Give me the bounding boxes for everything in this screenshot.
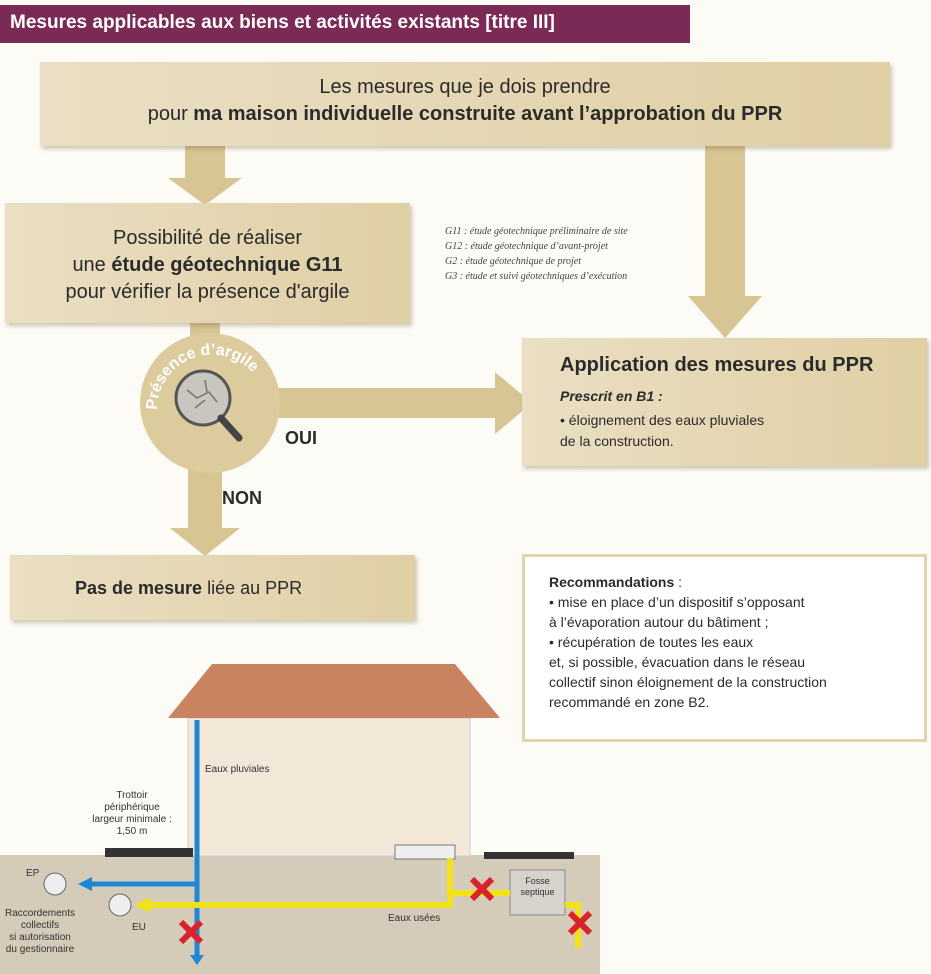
recommendations-box: Recommandations : • mise en place d’un d…: [522, 554, 927, 742]
legend-g3: G3 : étude et suivi géotechniques d’exéc…: [445, 271, 628, 282]
top-line1: Les mesures que je dois prendre: [319, 76, 611, 98]
cracked-clay-icon: [186, 379, 218, 409]
cross-icon: [178, 876, 593, 945]
non-label: NON: [222, 488, 262, 508]
raccordements-line: collectifs: [20, 920, 60, 931]
sidewalk-left: [105, 848, 193, 857]
reco-line: • mise en place d’un dispositif s’opposa…: [549, 594, 805, 610]
geo-box: Possibilité de réaliser une étude géotec…: [5, 203, 410, 323]
tank: [394, 844, 456, 860]
fosse-line: septique: [520, 887, 555, 897]
arrow-to-ppr-side: [495, 372, 532, 434]
header-bar: Mesures applicables aux biens et activit…: [0, 5, 690, 43]
ppr-box: Application des mesures du PPR Prescrit …: [522, 338, 927, 466]
arrow-to-ppr-top: [688, 296, 762, 338]
rainwater-pipe: [90, 720, 200, 955]
geotech-legend: G11 : étude géotechnique préliminaire de…: [445, 224, 628, 284]
reco-text: Recommandations : • mise en place d’un d…: [549, 572, 827, 712]
geo-line2-bold: étude géotechnique G11: [111, 254, 343, 276]
trottoir-line: 1,50 m: [116, 826, 148, 837]
magnifier-icon: [174, 369, 232, 427]
top-line2-bold: ma maison individuelle construite avant …: [193, 103, 783, 125]
legend-g12: G12 : étude géotechnique d’avant-projet: [445, 241, 608, 252]
ep-manhole: [43, 872, 67, 896]
raccordements-label: Raccordements collectifs si autorisation…: [0, 908, 80, 956]
ep-label: EP: [26, 868, 40, 879]
ground: [0, 855, 600, 974]
raccordements-line: Raccordements: [4, 908, 76, 919]
raccordements-line: du gestionnaire: [5, 944, 75, 955]
arrow-to-pas: [170, 528, 240, 556]
trottoir-line: périphérique: [104, 802, 160, 813]
geo-line3: pour vérifier la présence d'argile: [65, 281, 350, 303]
reco-line: et, si possible, évacuation dans le rése…: [549, 654, 806, 670]
legend-g11: G11 : étude géotechnique préliminaire de…: [445, 226, 628, 237]
fosse-label: Fosse septique: [510, 876, 565, 898]
raccordements-line: si autorisation: [9, 932, 71, 943]
ppr-item2: de la construction.: [560, 433, 674, 449]
ppr-prescrit: Prescrit en B1 :: [560, 388, 663, 404]
reco-line: collectif sinon éloignement de la constr…: [549, 674, 827, 690]
top-line2-pre: pour: [147, 103, 194, 125]
trottoir-line: largeur minimale :: [92, 814, 172, 825]
fosse-line: Fosse: [525, 876, 550, 886]
reco-line: • récupération de toutes les eaux: [549, 634, 754, 650]
eaux-pluviales-label: Eaux pluviales: [205, 764, 270, 775]
reco-title: Recommandations: [549, 574, 675, 590]
ppr-item1: • éloignement des eaux pluviales: [560, 412, 765, 428]
reco-colon: :: [674, 574, 683, 590]
geo-line2-pre: une: [72, 254, 112, 276]
header-title: Mesures applicables aux biens et activit…: [10, 12, 555, 33]
trottoir-label: Trottoir périphérique largeur minimale :…: [72, 790, 192, 838]
reco-line: recommandé en zone B2.: [549, 694, 710, 710]
legend-g2: G2 : étude géotechnique de projet: [445, 256, 581, 267]
geo-line1: Possibilité de réaliser: [113, 227, 302, 249]
pas-bold: Pas de mesure: [75, 578, 203, 598]
oui-label: OUI: [285, 428, 318, 448]
trottoir-line: Trottoir: [116, 790, 148, 801]
reco-line: à l’évaporation autour du bâtiment ;: [549, 614, 769, 630]
arrow-to-geo: [168, 178, 242, 205]
geo-line2: une étude géotechnique G11: [5, 254, 410, 277]
ppr-title: Application des mesures du PPR: [560, 354, 874, 376]
clay-question-disc: Présence d’argile ?: [135, 328, 280, 473]
eu-label: EU: [132, 922, 146, 933]
pas-de-mesure-text: Pas de mesure liée au PPR: [75, 578, 302, 599]
top-line2: pour ma maison individuelle construite a…: [40, 103, 890, 126]
top-box: Les mesures que je dois prendre pour ma …: [40, 62, 890, 146]
sidewalk-right: [484, 852, 574, 859]
eaux-usees-label: Eaux usées: [388, 913, 441, 924]
pas-de-mesure-box: Pas de mesure liée au PPR: [10, 555, 415, 620]
pas-rest: liée au PPR: [202, 578, 303, 598]
roof: [168, 664, 500, 718]
eu-manhole: [108, 893, 132, 917]
